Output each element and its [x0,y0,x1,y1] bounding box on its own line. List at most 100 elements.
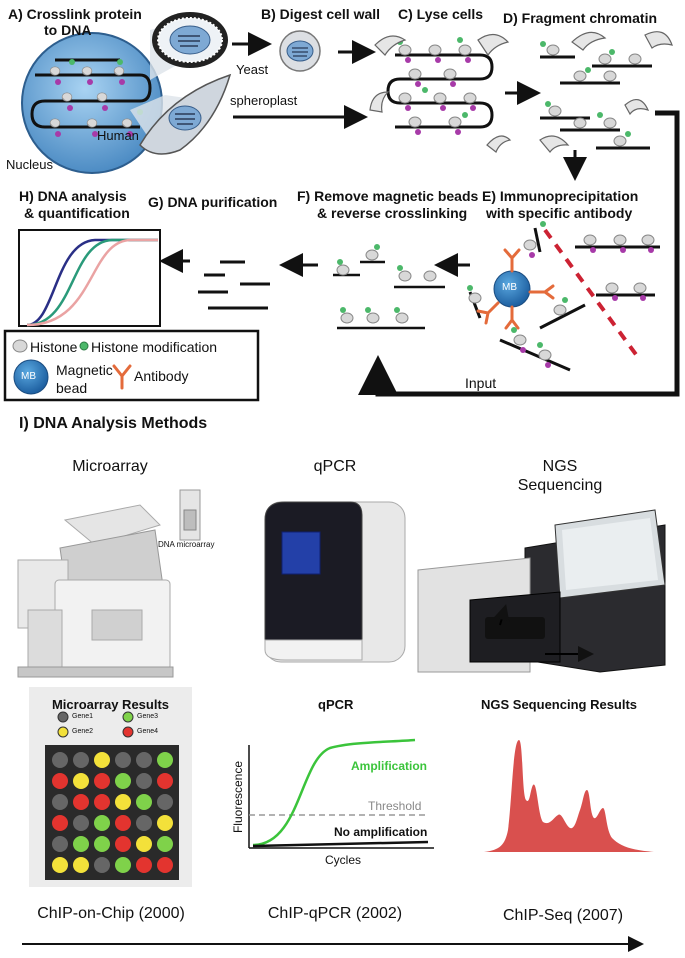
step-a-label-line2: to DNA [44,22,92,38]
microarray-results-title: Microarray Results [51,697,170,712]
nucleus-illustration [21,32,163,174]
step-h-label-line2: & quantification [24,205,130,221]
qpcr-results-title: qPCR [318,697,354,712]
input-loop-arrow [358,110,680,397]
qpcr-x-axis-label: Cycles [325,853,362,867]
step-f-label-line2: & reverse crosslinking [317,205,468,221]
spheroplast-label: spheroplast [230,93,298,108]
qpcr-y-axis-label: Fluorescence [231,760,246,834]
microarray-spot [73,815,89,831]
era-chip-on-chip: ChIP-on-Chip (2000) [37,905,185,922]
gene2-label: Gene2 [72,728,94,735]
microarray-spot [115,794,131,810]
section-i-title: I) DNA Analysis Methods [19,415,208,432]
microarray-spot [115,857,131,873]
qpcr-amplification-curve [252,738,416,847]
human-label: Human [97,128,139,143]
microarray-spot [136,794,152,810]
step-f-label: F) Remove magnetic beads [297,188,479,204]
purified-dna-illustration [198,260,270,310]
microarray-spot [94,752,110,768]
method-ngs-name: NGS [542,458,578,475]
microarray-spot [136,836,152,852]
era-chip-seq: ChIP-Seq (2007) [502,907,624,924]
method-microarray-name: Microarray [72,458,148,475]
legend-histone-label: Histone [30,339,78,355]
microarray-spot [157,752,173,768]
gene1-label: Gene1 [72,713,94,720]
ngs-results-title: NGS Sequencing Results [481,697,638,712]
microarray-spot [52,836,68,852]
yeast-label: Yeast [236,62,269,77]
microarray-spot [115,773,131,789]
microarray-spot [157,857,173,873]
microarray-spot [94,815,110,831]
yeast-cell-illustration [150,12,228,80]
microarray-spot [115,836,131,852]
microarray-spot [52,815,68,831]
legend-mb-icon-label: MB [21,371,36,382]
immunoprecipitation-illustration [467,221,660,372]
gene-legend-dot [57,711,69,723]
input-label: Input [465,375,497,391]
microarray-spot [136,773,152,789]
ngs-sequencer-illustration [417,509,666,673]
microarray-spot [94,773,110,789]
microarray-spot [136,815,152,831]
ngs-peaks-chart [484,740,654,852]
qpcr-curve-box [18,229,161,327]
step-d-label: D) Fragment chromatin [503,10,658,26]
microarray-spot [73,773,89,789]
microarray-spot [157,773,173,789]
qpcr-results-chart [248,738,434,849]
step-c-label: C) Lyse cells [398,6,484,22]
legend-bead-label: Magnetic [56,362,113,378]
microarray-spot [73,857,89,873]
legend-antibody-label: Antibody [134,368,189,384]
microarray-scanner-illustration [17,489,201,678]
microarray-spot [157,836,173,852]
microarray-spot [73,794,89,810]
era-chip-qpcr: ChIP-qPCR (2002) [267,905,403,922]
gene3-label: Gene3 [137,713,159,720]
microarray-spot [52,794,68,810]
histone-modification-legend-icon [79,341,89,351]
microarray-spot [157,794,173,810]
microarray-spot [115,752,131,768]
mb-bead-label: MB [502,282,517,293]
microarray-spot [94,836,110,852]
reverse-crosslink-illustration [333,244,445,330]
microarray-spot [52,857,68,873]
legend-histone-mod-label: Histone modification [91,339,218,355]
qpcr-machine-illustration [264,501,406,663]
microarray-spot [115,815,131,831]
legend-bead-label-line2: bead [56,380,88,396]
microarray-spot [73,836,89,852]
microarray-spot [52,773,68,789]
histone-legend-icon [12,339,28,353]
step-h-label: H) DNA analysis [19,188,127,204]
step-g-label: G) DNA purification [148,194,278,210]
method-qpcr-name: qPCR [313,458,357,475]
nucleus-label: Nucleus [6,157,53,172]
gene-legend-dot [57,726,69,738]
microarray-spot [94,794,110,810]
gene-legend-dot [122,726,134,738]
microarray-gene-legend [57,711,134,738]
spheroplast-illustration [279,30,321,72]
microarray-spot [94,857,110,873]
microarray-spot [52,752,68,768]
gene4-label: Gene4 [137,728,159,735]
step-b-label: B) Digest cell wall [261,6,381,22]
magnetic-bead-legend-icon [13,359,49,395]
legend-box [3,329,260,402]
step-e-label: E) Immunoprecipitation [482,188,639,204]
gene-legend-dot [122,711,134,723]
step-e-label-line2: with specific antibody [486,205,633,221]
qpcr-no-amplification-label: No amplification [334,825,428,839]
method-ngs-name-line2: Sequencing [517,477,603,494]
microarray-spot-grid [52,752,173,873]
step-a-label: A) Crosslink protein [8,6,142,22]
microarray-spot [136,857,152,873]
microarray-spot [157,815,173,831]
